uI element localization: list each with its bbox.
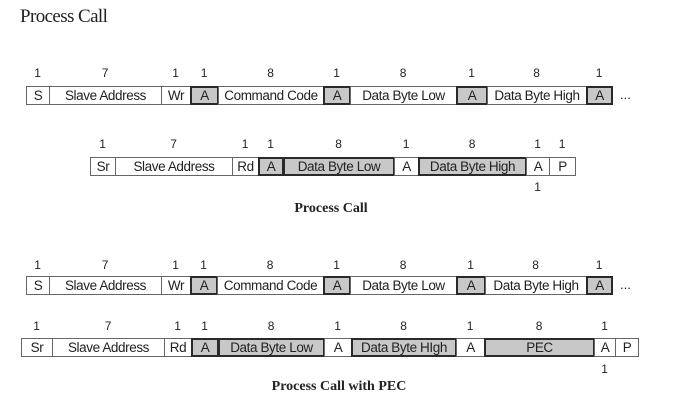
frame-field: Slave Address [49,86,162,105]
continuation-ellipsis: ... [620,277,631,292]
bit-count-label: 1 [558,137,566,151]
frame-field: Slave Address [115,157,233,176]
below-bit-label: 1 [601,362,608,376]
bit-count-label: 1 [34,258,41,272]
frame-field: S [26,86,50,105]
frame-field: Rd [232,157,259,176]
bit-count-label: 8 [535,319,543,333]
bit-count-label: 1 [601,319,608,333]
bit-count-label: 1 [33,319,40,333]
frame-field: A [258,157,284,176]
bit-count-label: 1 [201,319,208,333]
below-bit-label: 1 [534,180,541,194]
frame-field: Wr [161,86,191,105]
page-title: Process Call [20,6,108,27]
bit-count-label: 1 [172,258,179,272]
frame-field: Data Byte Low [350,276,457,295]
bit-count-label: 1 [333,258,340,272]
bit-count-label: 8 [399,258,407,272]
frame-field: Slave Address [52,338,165,357]
frame-field: A [394,157,419,176]
frame-field: A [594,338,616,357]
frame-field: Rd [164,338,192,357]
continuation-ellipsis: ... [620,87,631,102]
frame-field: Slave Address [49,276,162,295]
frame-field: Data Byte Low [218,338,325,357]
frame-field: Data Byte HIgh [351,338,457,357]
frame-field: A [324,338,352,357]
frame-field: A [456,338,485,357]
bit-count-label: 1 [402,137,410,151]
bit-count-label: 1 [241,137,249,151]
bit-count-label: 8 [266,258,274,272]
bit-count-label: 1 [595,66,603,80]
frame-field: A [456,276,486,295]
bit-count-label: 1 [334,319,341,333]
bit-count-label: 1 [200,66,208,80]
frame-field: Command Code [218,86,324,105]
bit-count-label: 8 [399,66,407,80]
diagram-2-caption: Process Call with PEC [271,379,407,394]
frame-field: A [190,86,219,105]
bit-count-label: 1 [174,319,181,333]
frame-field: P [615,338,639,357]
bit-count-label: 1 [34,66,41,80]
bit-count-label: 1 [200,258,207,272]
frame-field: A [456,86,488,105]
bit-count-label: 1 [99,137,106,151]
frame-field: A [190,276,218,295]
bit-count-label: 8 [533,66,540,80]
frame-field: S [26,276,50,295]
frame-field: Command Code [217,276,324,295]
bit-count-label: 1 [466,319,474,333]
frame-field: A [191,338,219,357]
bit-count-label: 1 [595,258,603,272]
frame-field: Data Byte High [485,276,587,295]
bit-count-label: 1 [172,66,179,80]
frame-field: Data Byte Low [350,86,457,105]
bit-count-label: 1 [267,137,274,151]
bit-count-label: 1 [534,137,541,151]
bit-count-label: 7 [101,258,109,272]
bit-count-label: 7 [104,319,112,333]
frame-field: A [323,86,351,105]
bit-count-label: 1 [468,66,475,80]
frame-field: A [586,276,613,295]
bit-count-label: 8 [532,258,539,272]
diagram-1-caption: Process Call [294,201,368,216]
bit-count-label: 8 [335,137,342,151]
frame-field: PEC [484,338,595,357]
bit-count-label: 7 [101,66,109,80]
frame-field: A [586,86,613,105]
frame-field: A [323,276,351,295]
bit-count-label: 1 [333,66,340,80]
bit-count-label: 8 [267,319,275,333]
bit-count-label: 7 [170,137,177,151]
frame-field: Sr [21,338,53,357]
frame-field: Wr [161,276,191,295]
frame-field: A [526,157,550,176]
bit-count-label: 1 [467,258,474,272]
frame-field: P [549,157,576,176]
bit-count-label: 8 [400,319,407,333]
bit-count-label: 8 [267,66,274,80]
bit-count-label: 8 [468,137,476,151]
frame-field: Data Byte Low [283,157,395,176]
frame-field: Data Byte High [418,157,527,176]
frame-field: Sr [90,157,116,176]
frame-field: Data Byte High [487,86,587,105]
